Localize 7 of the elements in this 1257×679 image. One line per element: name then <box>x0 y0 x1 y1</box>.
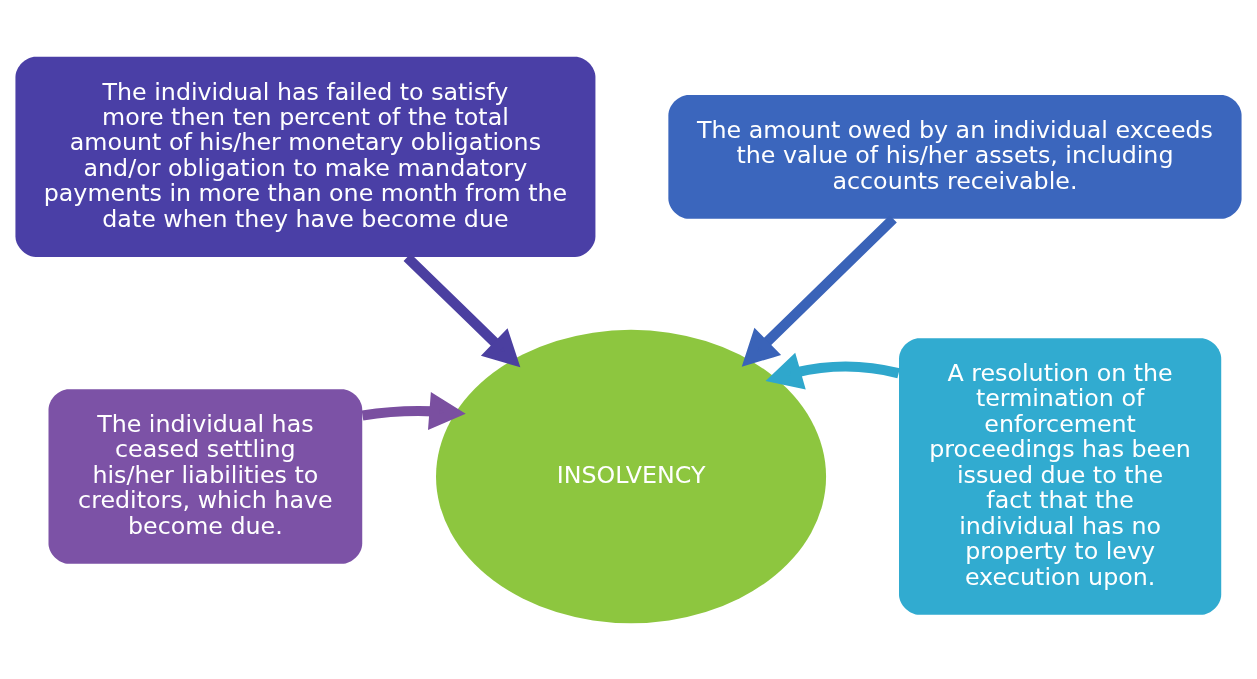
arrow <box>765 352 900 389</box>
arrow <box>403 253 521 367</box>
arrow <box>361 391 466 430</box>
node-box: The individual has ceased settling his/her liabilities to creditors, which have become due. <box>48 388 363 564</box>
node-box: The individual has failed to satisfy more then ten percent of the total amount of his/her monetary obligations and/or obligation to make mandatory payments in more than one month from the date when they have become due <box>15 56 596 257</box>
node-box: The amount owed by an individual exceeds the value of his/her assets, including accounts receivable. <box>668 94 1242 219</box>
node-box: A resolution on the termination of enforcement proceedings has been issued due to the fact that the individual has no property to levy execution upon. <box>899 337 1222 615</box>
